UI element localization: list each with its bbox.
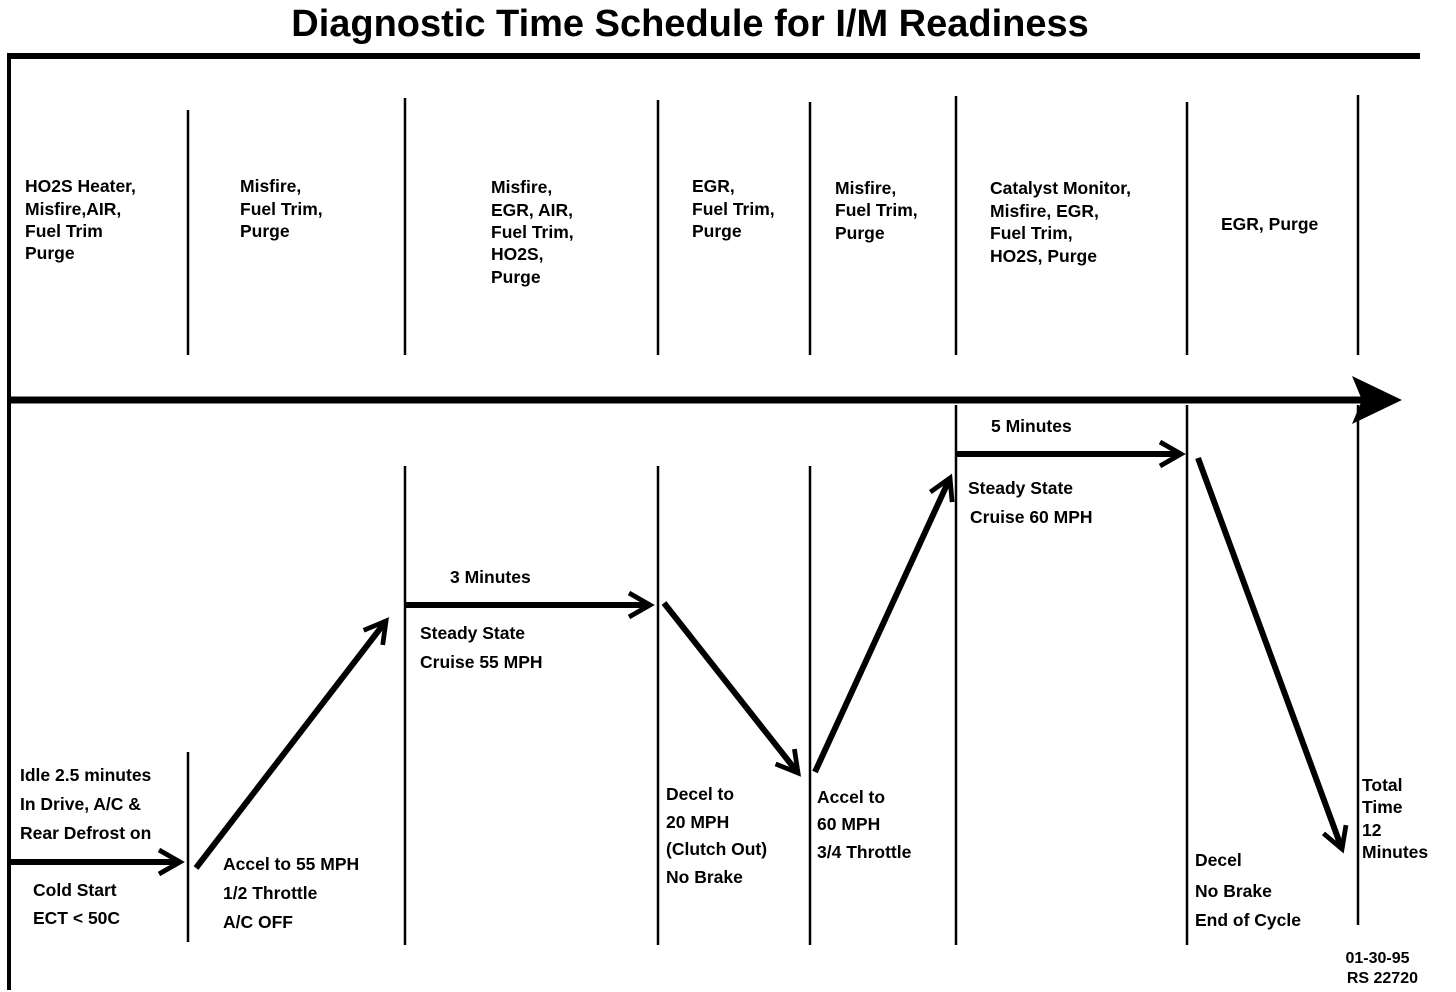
duration-3-minutes: 3 Minutes [450, 567, 531, 587]
duration-5-minutes: 5 Minutes [991, 416, 1072, 436]
diagram-title: Diagnostic Time Schedule for I/M Readine… [291, 3, 1089, 45]
upper-column-dividers [186, 95, 1360, 355]
accel-60-arrow [812, 473, 955, 774]
decel-end-arrow [1195, 456, 1349, 854]
decel-20-label: Decel to 20 MPH (Clutch Out) No Brake [666, 784, 772, 887]
time-axis-arrowhead [1352, 376, 1402, 424]
accel-55-label: Accel to 55 MPH 1/2 Throttle A/C OFF [223, 854, 364, 932]
monitor-label-1: HO2S Heater, Misfire,AIR, Fuel Trim Purg… [25, 176, 141, 263]
monitor-label-3: Misfire, EGR, AIR, Fuel Trim, HO2S, Purg… [491, 177, 579, 287]
decel-20-arrow [661, 601, 801, 777]
total-time-label: Total Time 12 Minutes [1362, 775, 1428, 862]
decel-end-label: Decel No Brake End of Cycle [1195, 850, 1301, 930]
monitor-label-6: Catalyst Monitor, Misfire, EGR, Fuel Tri… [990, 178, 1136, 266]
accel-60-label: Accel to 60 MPH 3/4 Throttle [817, 787, 912, 862]
monitor-label-4: EGR, Fuel Trim, Purge [692, 176, 780, 241]
cold-start-label: Cold Start ECT < 50C [33, 880, 122, 928]
cruise-60-label: Steady State Cruise 60 MPH [968, 478, 1093, 527]
idle-label: Idle 2.5 minutes In Drive, A/C & Rear De… [20, 765, 156, 843]
monitor-label-7: EGR, Purge [1221, 214, 1319, 234]
accel-55-arrow [193, 617, 389, 870]
cruise-55-label: Steady State Cruise 55 MPH [420, 623, 543, 672]
monitor-labels: HO2S Heater, Misfire,AIR, Fuel Trim Purg… [25, 176, 1319, 287]
monitor-label-2: Misfire, Fuel Trim, Purge [240, 176, 328, 241]
drive-cycle-trace [9, 439, 1349, 877]
document-reference: 01-30-95 RS 22720 [1346, 950, 1419, 987]
phase-labels: Idle 2.5 minutes In Drive, A/C & Rear De… [20, 416, 1428, 932]
lower-column-dividers [186, 405, 1360, 945]
monitor-label-5: Misfire, Fuel Trim, Purge [835, 178, 923, 243]
